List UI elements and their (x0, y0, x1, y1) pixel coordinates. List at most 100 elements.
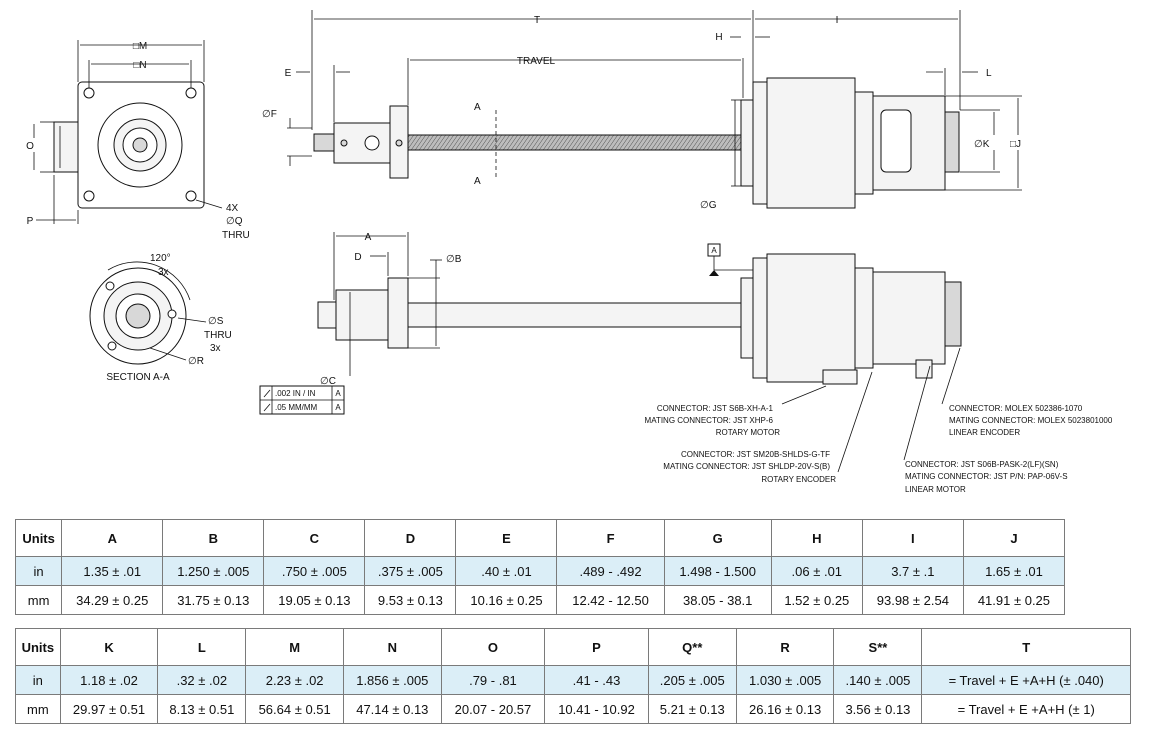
table-cell: .79 - .81 (440, 665, 546, 695)
table-cell: 20.07 - 20.57 (440, 694, 546, 724)
table-header: F (556, 519, 665, 557)
table-header: M (245, 628, 344, 666)
table-header: L (157, 628, 247, 666)
dim-label-j: □J (1010, 139, 1021, 150)
dim-label-m: □M (133, 41, 147, 52)
connector-callouts: CONNECTOR: JST S6B-XH-A-1 MATING CONNECT… (645, 347, 1113, 494)
connector-rotary-encoder-1: CONNECTOR: JST SM20B-SHLDS-G-TF (681, 450, 830, 459)
table-cell: 1.18 ± .02 (59, 665, 159, 695)
tolerance-in: .002 IN / IN (275, 389, 316, 398)
section-thru: THRU (204, 330, 232, 341)
section-marker-bottom: A (474, 176, 481, 187)
table-cell: 1.498 - 1.500 (663, 556, 772, 586)
table-header: S** (833, 628, 923, 666)
table-cell: 10.41 - 10.92 (544, 694, 649, 724)
dimension-table-1: Units A B C D E F G H I J in 1.35 ± .01 … (14, 519, 1066, 615)
table-cell: 56.64 ± 0.51 (245, 694, 344, 724)
dim-label-t: T (534, 15, 540, 26)
dim-label-g: ∅G (700, 200, 717, 211)
table-header: P (544, 628, 649, 666)
table-header-row: Units A B C D E F G H I J (14, 519, 1066, 557)
table-cell: 8.13 ± 0.51 (157, 694, 247, 724)
table-header: K (59, 628, 159, 666)
table-cell: 29.97 ± 0.51 (59, 694, 159, 724)
connector-linear-motor-3: LINEAR MOTOR (905, 485, 966, 494)
table-cell: 47.14 ± 0.13 (343, 694, 442, 724)
table-cell: = Travel + E +A+H (± 1) (921, 694, 1131, 724)
table-row: mm 34.29 ± 0.25 31.75 ± 0.13 19.05 ± 0.1… (14, 585, 1066, 615)
table-cell: 1.030 ± .005 (735, 665, 835, 695)
datum-a-label: A (711, 246, 717, 255)
connector-linear-motor-1: CONNECTOR: JST S06B-PASK-2(LF)(SN) (905, 460, 1059, 469)
dim-label-s: ∅S (208, 316, 224, 327)
table-header: N (343, 628, 442, 666)
table-cell: .32 ± .02 (157, 665, 247, 695)
dim-label-f: ∅F (262, 109, 277, 120)
table-header: B (162, 519, 265, 557)
table-cell: 1.856 ± .005 (343, 665, 442, 695)
table-header: A (61, 519, 164, 557)
tolerance-frame: .002 IN / IN A .05 MM/MM A (259, 385, 345, 415)
front-view: □M □N O P 4X ∅Q THRU (26, 40, 250, 241)
connector-rotary-encoder-3: ROTARY ENCODER (761, 475, 836, 484)
table-cell: .375 ± .005 (364, 556, 457, 586)
dim-label-o: O (26, 141, 34, 152)
table-row: mm 29.97 ± 0.51 8.13 ± 0.51 56.64 ± 0.51… (15, 694, 1131, 724)
dim-label-l: L (986, 68, 992, 79)
dim-label-h: H (715, 32, 722, 43)
tolerance-mm-ref: A (335, 403, 341, 412)
hole-note-count: 4X (226, 203, 239, 214)
table-header: D (364, 519, 457, 557)
connector-linear-motor-2: MATING CONNECTOR: JST P/N: PAP-06V-S (905, 472, 1068, 481)
table-row: in 1.18 ± .02 .32 ± .02 2.23 ± .02 1.856… (15, 665, 1131, 695)
mechanical-drawing: □M □N O P 4X ∅Q THRU 120° 3x ∅S THRU 3x … (26, 10, 1113, 494)
dim-label-k: ∅K (974, 139, 990, 150)
table-cell: .06 ± .01 (770, 556, 863, 586)
dim-label-e: E (285, 68, 292, 79)
table-header: O (440, 628, 546, 666)
table-cell: mm (15, 694, 61, 724)
connector-rotary-motor-3: ROTARY MOTOR (716, 428, 781, 437)
connector-rotary-motor-1: CONNECTOR: JST S6B-XH-A-1 (657, 404, 774, 413)
hole-note-q: ∅Q (226, 216, 243, 227)
dim-label-r: ∅R (188, 356, 204, 367)
dim-label-n: □N (133, 60, 146, 71)
table-cell: .40 ± .01 (455, 556, 558, 586)
table-cell: .41 - .43 (544, 665, 649, 695)
table-header-row: Units K L M N O P Q** R S** T (15, 628, 1131, 666)
section-count-2: 3x (210, 343, 221, 354)
table-header: Units (15, 628, 61, 666)
table-cell: 41.91 ± 0.25 (962, 585, 1066, 615)
bottom-view: A D ∅B ∅C A (317, 232, 962, 387)
table-header: I (861, 519, 964, 557)
table-cell: in (15, 665, 61, 695)
table-cell: 93.98 ± 2.54 (861, 585, 964, 615)
connector-linear-encoder-1: CONNECTOR: MOLEX 502386-1070 (949, 404, 1083, 413)
dim-label-d: D (354, 252, 361, 263)
section-count: 3x (158, 267, 169, 278)
hole-note-thru: THRU (222, 230, 250, 241)
table-header: E (455, 519, 558, 557)
table-header: T (921, 628, 1131, 666)
table-header: G (663, 519, 772, 557)
dim-label-c: ∅C (320, 376, 336, 387)
tolerance-mm: .05 MM/MM (275, 403, 318, 412)
connector-rotary-encoder-2: MATING CONNECTOR: JST SHLDP-20V-S(B) (663, 462, 830, 471)
dim-label-b: ∅B (446, 254, 462, 265)
side-view: T I H TRAVEL E L ∅F ∅G ∅K □J A A (262, 10, 1022, 211)
table-header: H (770, 519, 863, 557)
table-cell: in (14, 556, 63, 586)
table-cell: 12.42 - 12.50 (556, 585, 665, 615)
table-cell: .489 - .492 (556, 556, 665, 586)
connector-linear-encoder-2: MATING CONNECTOR: MOLEX 5023801000 (949, 416, 1113, 425)
table-cell: 1.65 ± .01 (962, 556, 1066, 586)
dim-label-p: P (27, 216, 34, 227)
table-header: C (263, 519, 366, 557)
connector-linear-encoder-3: LINEAR ENCODER (949, 428, 1020, 437)
section-caption: SECTION A-A (106, 372, 170, 383)
dim-label-a: A (365, 232, 372, 243)
table-cell: 2.23 ± .02 (245, 665, 344, 695)
table-cell: 19.05 ± 0.13 (263, 585, 366, 615)
table-header: Q** (647, 628, 737, 666)
table-header: J (962, 519, 1066, 557)
